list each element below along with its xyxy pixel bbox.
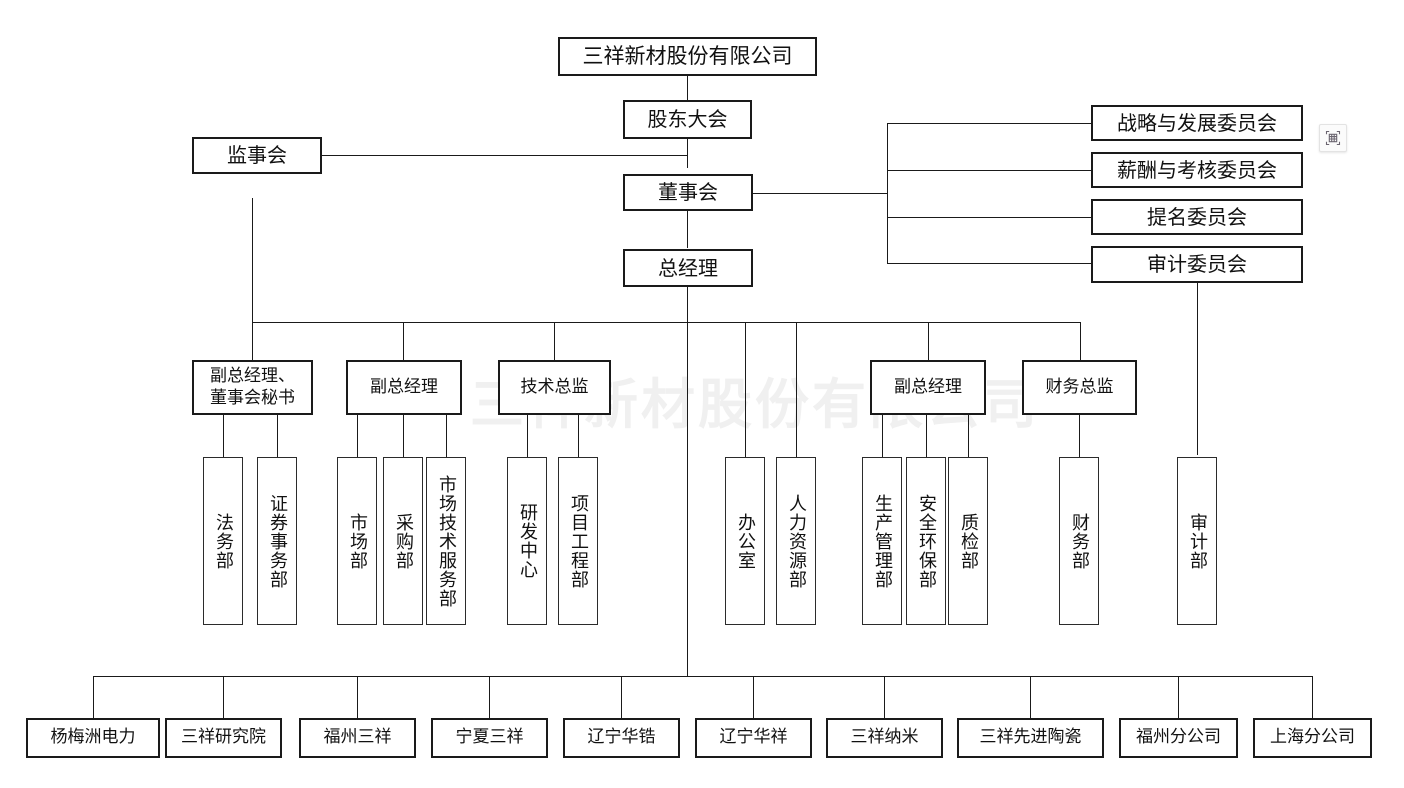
subsidiary-horizontal-bus [93, 676, 1312, 677]
box-vp-and-board-secretary[interactable]: 副总经理、 董事会秘书 [192, 360, 313, 415]
line-committee-3 [887, 217, 1091, 218]
box-company-root[interactable]: 三祥新材股份有限公司 [558, 37, 817, 76]
box-board-of-directors[interactable]: 董事会 [623, 174, 753, 211]
box-subsidiary-liaoning-huaxiang[interactable]: 辽宁华祥 [695, 718, 812, 758]
box-dept-quality-inspection[interactable]: 质检部 [948, 457, 988, 625]
box-dept-purchasing[interactable]: 采购部 [383, 457, 423, 625]
drop-office-dept [745, 322, 746, 457]
drop-market-tech-dept [446, 415, 447, 457]
drop-exec-1 [252, 322, 253, 360]
drop-sub-7 [884, 676, 885, 718]
dept-hr-label: 人力资源部 [786, 493, 807, 589]
drop-exec-5 [1080, 322, 1081, 360]
line-shareholders-to-board [687, 139, 688, 168]
box-dept-safety-environment[interactable]: 安全环保部 [906, 457, 946, 625]
box-board-of-supervisors[interactable]: 监事会 [192, 137, 322, 174]
dept-quality-label: 质检部 [958, 512, 979, 570]
dept-market-tech-label: 市场技术服务部 [436, 474, 457, 608]
dept-production-label: 生产管理部 [872, 493, 893, 589]
box-dept-project-engineering[interactable]: 项目工程部 [558, 457, 598, 625]
drop-sub-8 [1030, 676, 1031, 718]
dept-project-eng-label: 项目工程部 [568, 493, 589, 589]
drop-exec-2 [403, 322, 404, 360]
dept-safety-label: 安全环保部 [916, 493, 937, 589]
drop-safety-dept [926, 415, 927, 457]
box-dept-legal[interactable]: 法务部 [203, 457, 243, 625]
box-dept-securities[interactable]: 证券事务部 [257, 457, 297, 625]
line-committee-4 [887, 263, 1091, 264]
drop-sub-9 [1178, 676, 1179, 718]
box-dept-rnd-center[interactable]: 研发中心 [507, 457, 547, 625]
drop-sub-1 [93, 676, 94, 718]
drop-sub-3 [357, 676, 358, 718]
dept-audit-label: 审计部 [1187, 512, 1208, 570]
drop-sub-6 [753, 676, 754, 718]
drop-market-dept [357, 415, 358, 457]
drop-exec-3 [554, 322, 555, 360]
drop-legal-dept [223, 415, 224, 457]
vp-secretary-line-1: 副总经理、 [210, 366, 295, 387]
box-committee-remuneration[interactable]: 薪酬与考核委员会 [1091, 152, 1303, 188]
drop-sub-5 [621, 676, 622, 718]
dept-securities-label: 证券事务部 [267, 493, 288, 589]
dept-office-label: 办公室 [735, 512, 756, 570]
drop-securities-dept [277, 415, 278, 457]
box-dept-audit[interactable]: 审计部 [1177, 457, 1217, 625]
box-shareholders-meeting[interactable]: 股东大会 [623, 100, 752, 139]
box-branch-fuzhou[interactable]: 福州分公司 [1119, 718, 1238, 758]
box-dept-finance[interactable]: 财务部 [1059, 457, 1099, 625]
box-subsidiary-sanxiang-nano[interactable]: 三祥纳米 [826, 718, 943, 758]
drop-rnd-center [527, 415, 528, 457]
box-committee-audit[interactable]: 审计委员会 [1091, 246, 1303, 283]
line-board-to-gm [687, 210, 688, 248]
drop-purchase-dept [403, 415, 404, 457]
table-crop-icon[interactable] [1319, 124, 1347, 152]
drop-quality-dept [968, 415, 969, 457]
box-cto[interactable]: 技术总监 [498, 360, 611, 415]
executive-horizontal-bus [252, 322, 1081, 323]
box-dept-office[interactable]: 办公室 [725, 457, 765, 625]
box-vp-production[interactable]: 副总经理 [870, 360, 986, 415]
dept-rnd-label: 研发中心 [517, 503, 538, 579]
box-subsidiary-sanxiang-institute[interactable]: 三祥研究院 [165, 718, 282, 758]
drop-production-dept [882, 415, 883, 457]
box-branch-shanghai[interactable]: 上海分公司 [1253, 718, 1372, 758]
line-supervisors-to-trunk [322, 155, 688, 156]
box-subsidiary-liaoning-huazr[interactable]: 辽宁华锆 [563, 718, 680, 758]
line-audit-committee-to-audit-dept [1197, 283, 1198, 455]
drop-finance-dept [1079, 415, 1080, 457]
box-dept-market-tech-service[interactable]: 市场技术服务部 [426, 457, 466, 625]
box-subsidiary-fuzhou-sanxiang[interactable]: 福州三祥 [299, 718, 416, 758]
line-root-to-shareholders [687, 76, 688, 100]
line-board-to-committee-bus [753, 193, 888, 194]
line-committee-1 [887, 123, 1091, 124]
gm-main-trunk [687, 287, 688, 676]
drop-sub-10 [1312, 676, 1313, 718]
vp-secretary-line-2: 董事会秘书 [210, 387, 295, 408]
supervisor-left-trunk [252, 198, 253, 322]
drop-project-eng-dept [578, 415, 579, 457]
box-subsidiary-advanced-ceramics[interactable]: 三祥先进陶瓷 [957, 718, 1104, 758]
dept-market-label: 市场部 [347, 512, 368, 570]
drop-hr-dept [796, 322, 797, 457]
box-committee-nomination[interactable]: 提名委员会 [1091, 199, 1303, 235]
drop-sub-4 [489, 676, 490, 718]
box-vp-marketing[interactable]: 副总经理 [346, 360, 462, 415]
dept-legal-label: 法务部 [213, 512, 234, 570]
committee-vertical-bus [887, 123, 888, 263]
box-dept-human-resources[interactable]: 人力资源部 [776, 457, 816, 625]
box-cfo[interactable]: 财务总监 [1022, 360, 1137, 415]
box-general-manager[interactable]: 总经理 [623, 249, 753, 287]
box-committee-strategy[interactable]: 战略与发展委员会 [1091, 105, 1303, 141]
box-subsidiary-ningxia-sanxiang[interactable]: 宁夏三祥 [431, 718, 548, 758]
dept-purchasing-label: 采购部 [393, 512, 414, 570]
line-committee-2 [887, 170, 1091, 171]
box-dept-production-management[interactable]: 生产管理部 [862, 457, 902, 625]
drop-sub-2 [223, 676, 224, 718]
drop-exec-4 [928, 322, 929, 360]
box-subsidiary-yangmeizhou-power[interactable]: 杨梅洲电力 [26, 718, 160, 758]
dept-finance-label: 财务部 [1069, 512, 1090, 570]
box-dept-market[interactable]: 市场部 [337, 457, 377, 625]
